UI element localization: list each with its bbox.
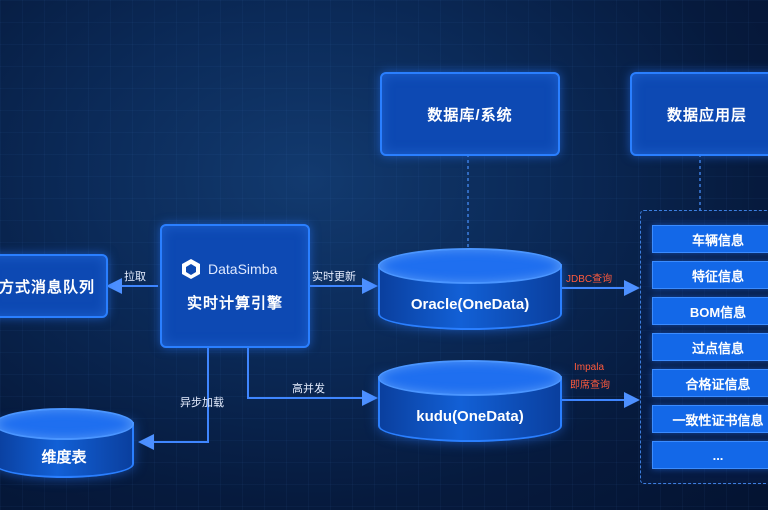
- label-high-concurrency: 高并发: [292, 383, 325, 395]
- app-item-more: ...: [652, 441, 768, 469]
- oracle-cylinder: Oracle(OneData): [378, 248, 562, 330]
- app-item-bom-info: BOM信息: [652, 297, 768, 325]
- logo-simba-text: Simba: [237, 261, 278, 277]
- database-system-box: 数据库/系统: [380, 72, 560, 156]
- oracle-label: Oracle(OneData): [410, 296, 530, 313]
- kudu-label: kudu(OneData): [416, 408, 524, 425]
- database-system-label: 数据库/系统: [427, 106, 513, 124]
- label-impala: Impala: [574, 362, 605, 373]
- data-app-layer-label: 数据应用层: [666, 106, 747, 124]
- app-item-conformity-cert-info: 一致性证书信息: [652, 405, 768, 433]
- dimension-table-label: 维度表: [41, 449, 87, 466]
- edge-high-concurrency: [247, 344, 378, 406]
- datasimba-logo: DataSimba: [180, 258, 277, 280]
- kudu-cylinder: kudu(OneData): [378, 360, 562, 442]
- label-async-load: 异步加载: [180, 397, 224, 409]
- datasimba-logo-icon: [180, 258, 202, 280]
- app-item-certificate-info: 合格证信息: [652, 369, 768, 397]
- engine-title: 实时计算引擎: [186, 295, 283, 312]
- message-queue-label: 方式消息队列: [0, 278, 95, 296]
- label-realtime-update: 实时更新: [312, 271, 356, 283]
- edge-async-load: [138, 344, 209, 450]
- message-queue-box: 方式消息队列: [0, 254, 108, 318]
- app-item-checkpoint-info: 过点信息: [652, 333, 768, 361]
- app-item-feature-info: 特征信息: [652, 261, 768, 289]
- label-ad-hoc-query: 即席查询: [570, 380, 610, 391]
- label-pull: 拉取: [124, 271, 146, 283]
- label-jdbc-query: JDBC查询: [566, 274, 613, 285]
- app-item-vehicle-info: 车辆信息: [652, 225, 768, 253]
- dimension-table-cylinder: 维度表: [0, 408, 134, 478]
- realtime-engine-box: DataSimba 实时计算引擎: [160, 224, 310, 348]
- logo-data-text: Data: [208, 261, 238, 277]
- data-app-layer-box: 数据应用层: [630, 72, 768, 156]
